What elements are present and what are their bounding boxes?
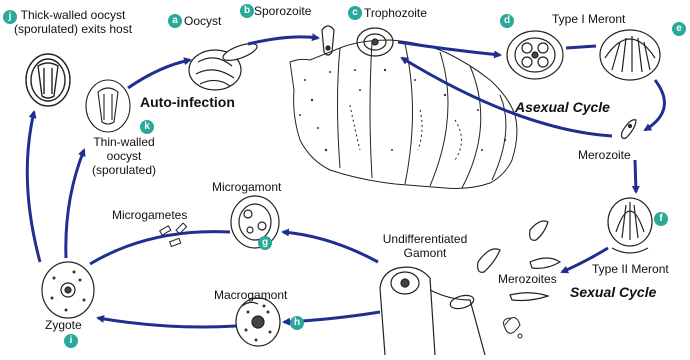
arrow-meront-d-to-e [566,46,596,48]
label-merozoite: Merozoite [578,148,631,162]
type1-meront-e [600,30,660,80]
label-auto-infection: Auto-infection [140,95,235,109]
label-oocyst: Oocyst [184,14,221,28]
badge-c: c [348,6,362,20]
thin-walled-oocyst-cell [86,80,130,132]
zygote-cell [42,262,94,318]
arrow-zygote-to-thick-walled [27,112,40,262]
arrow-macrogamont-to-zygote [98,318,236,327]
lifecycle-arrows [27,37,664,327]
badge-e: e [672,22,686,36]
label-type1-meront: Type I Meront [552,12,625,26]
label-zygote: Zygote [45,318,82,332]
label-sexual-cycle: Sexual Cycle [570,285,656,299]
oocyst-cell [189,40,259,90]
label-sporozoite: Sporozoite [254,4,311,18]
intestinal-epithelium-top [290,40,517,188]
badge-b: b [240,4,254,18]
sporozoite-cell [322,26,334,55]
type2-meront-f [608,198,652,253]
label-microgametes: Microgametes [112,208,187,222]
arrow-merozoite-to-type2 [635,160,636,192]
merozoite-squiggle [504,318,522,339]
thick-walled-oocyst-cell [26,54,70,106]
merozoites-group [478,221,560,301]
macrogamont-cell [236,298,280,346]
undifferentiated-gamont-cell [380,267,485,355]
arrow-trophozoite-to-meront-d [398,42,500,55]
arrow-thin-walled-to-oocyst [128,60,190,88]
badge-d: d [500,14,514,28]
badge-k: k [140,120,154,134]
type1-meront-d [507,31,563,79]
arrow-gamont-to-microgamont [283,232,378,262]
label-merozoites: Merozoites [498,272,557,286]
label-thin-walled-oocyst: Thin-walled oocyst (sporulated) [80,135,168,177]
badge-f: f [654,212,668,226]
label-type2-meront: Type II Meront [592,262,669,276]
badge-g: g [258,236,272,250]
badge-i: i [64,334,78,348]
arrow-merozoite-recycle [402,58,612,136]
label-thick-walled-oocyst: Thick-walled oocyst (sporulated) exits h… [4,8,142,36]
arrow-microgamont-to-zygote [90,232,230,264]
arrow-meront-e-to-merozoite [645,80,664,130]
label-microgamont: Microgamont [212,180,281,194]
label-trophozoite: Trophozoite [364,6,427,20]
badge-h: h [290,316,304,330]
label-macrogamont: Macrogamont [214,288,287,302]
badge-j: j [3,10,17,24]
label-asexual-cycle: Asexual Cycle [515,100,610,114]
label-undifferentiated-gamont: Undifferentiated Gamont [372,232,478,260]
arrow-oocyst-to-sporozoite [248,37,318,44]
merozoite-cell [622,120,637,139]
badge-a: a [168,14,182,28]
microgamont-cell [231,196,279,248]
